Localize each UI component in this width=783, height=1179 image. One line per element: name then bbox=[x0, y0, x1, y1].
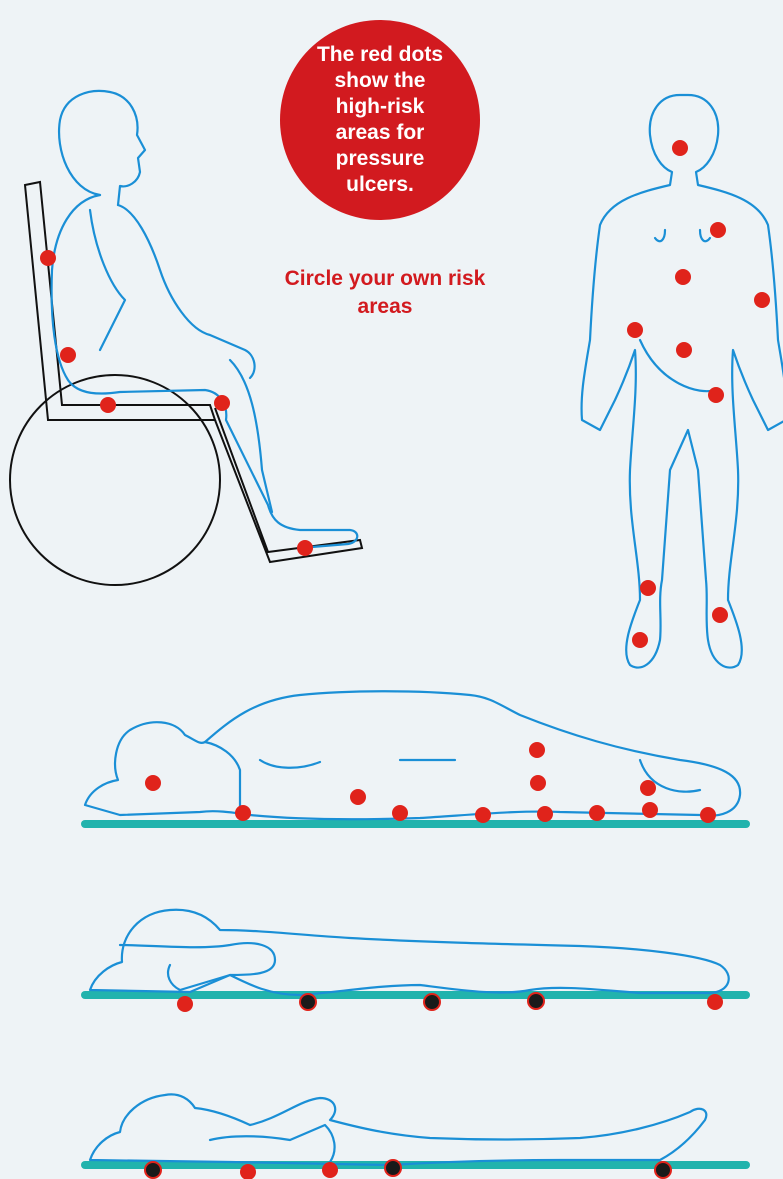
seated-risk-dot-4 bbox=[214, 395, 230, 411]
circle-instruction: Circle your own risk areas bbox=[270, 265, 500, 321]
side_lying-risk-dot-1 bbox=[145, 775, 161, 791]
side_lying-risk-dot-3 bbox=[530, 775, 546, 791]
seated-risk-dot-1 bbox=[40, 250, 56, 266]
seated-risk-dot-2 bbox=[60, 347, 76, 363]
back_view-risk-dot-7 bbox=[708, 387, 724, 403]
seated-risk-dot-5 bbox=[297, 540, 313, 556]
side_lying-risk-dot-12 bbox=[700, 807, 716, 823]
side_lying-risk-dot-10 bbox=[589, 805, 605, 821]
side_lying-risk-dot-4 bbox=[640, 780, 656, 796]
supine-figure bbox=[85, 1094, 746, 1165]
back_view-risk-dot-8 bbox=[640, 580, 656, 596]
back_view-risk-dot-5 bbox=[627, 322, 643, 338]
prone-figure bbox=[85, 910, 746, 995]
wheelchair bbox=[10, 182, 362, 585]
prone-risk-dot-3 bbox=[424, 994, 440, 1010]
prone-risk-dot-1 bbox=[177, 996, 193, 1012]
supine-risk-dot-3 bbox=[322, 1162, 338, 1178]
back_view-risk-dot-10 bbox=[632, 632, 648, 648]
side_lying-risk-dot-9 bbox=[537, 806, 553, 822]
back_view-risk-dot-4 bbox=[754, 292, 770, 308]
side_lying-risk-dot-2 bbox=[529, 742, 545, 758]
back-view-figure bbox=[582, 95, 783, 668]
seated-risk-dot-3 bbox=[100, 397, 116, 413]
side_lying-risk-dot-8 bbox=[475, 807, 491, 823]
supine-risk-dot-1 bbox=[145, 1162, 161, 1178]
prone-risk-dot-2 bbox=[300, 994, 316, 1010]
back_view-risk-dot-9 bbox=[712, 607, 728, 623]
callout-text: The red dots show the high-risk areas fo… bbox=[308, 42, 452, 198]
prone-risk-dot-4 bbox=[528, 993, 544, 1009]
supine-risk-dot-5 bbox=[655, 1162, 671, 1178]
side_lying-risk-dot-7 bbox=[392, 805, 408, 821]
prone-risk-dot-5 bbox=[707, 994, 723, 1010]
side_lying-risk-dot-5 bbox=[235, 805, 251, 821]
back_view-risk-dot-3 bbox=[675, 269, 691, 285]
back_view-risk-dot-2 bbox=[710, 222, 726, 238]
back_view-risk-dot-1 bbox=[672, 140, 688, 156]
callout-badge: The red dots show the high-risk areas fo… bbox=[280, 20, 480, 220]
back_view-risk-dot-6 bbox=[676, 342, 692, 358]
side_lying-risk-dot-11 bbox=[642, 802, 658, 818]
supine-risk-dot-4 bbox=[385, 1160, 401, 1176]
side_lying-risk-dot-6 bbox=[350, 789, 366, 805]
